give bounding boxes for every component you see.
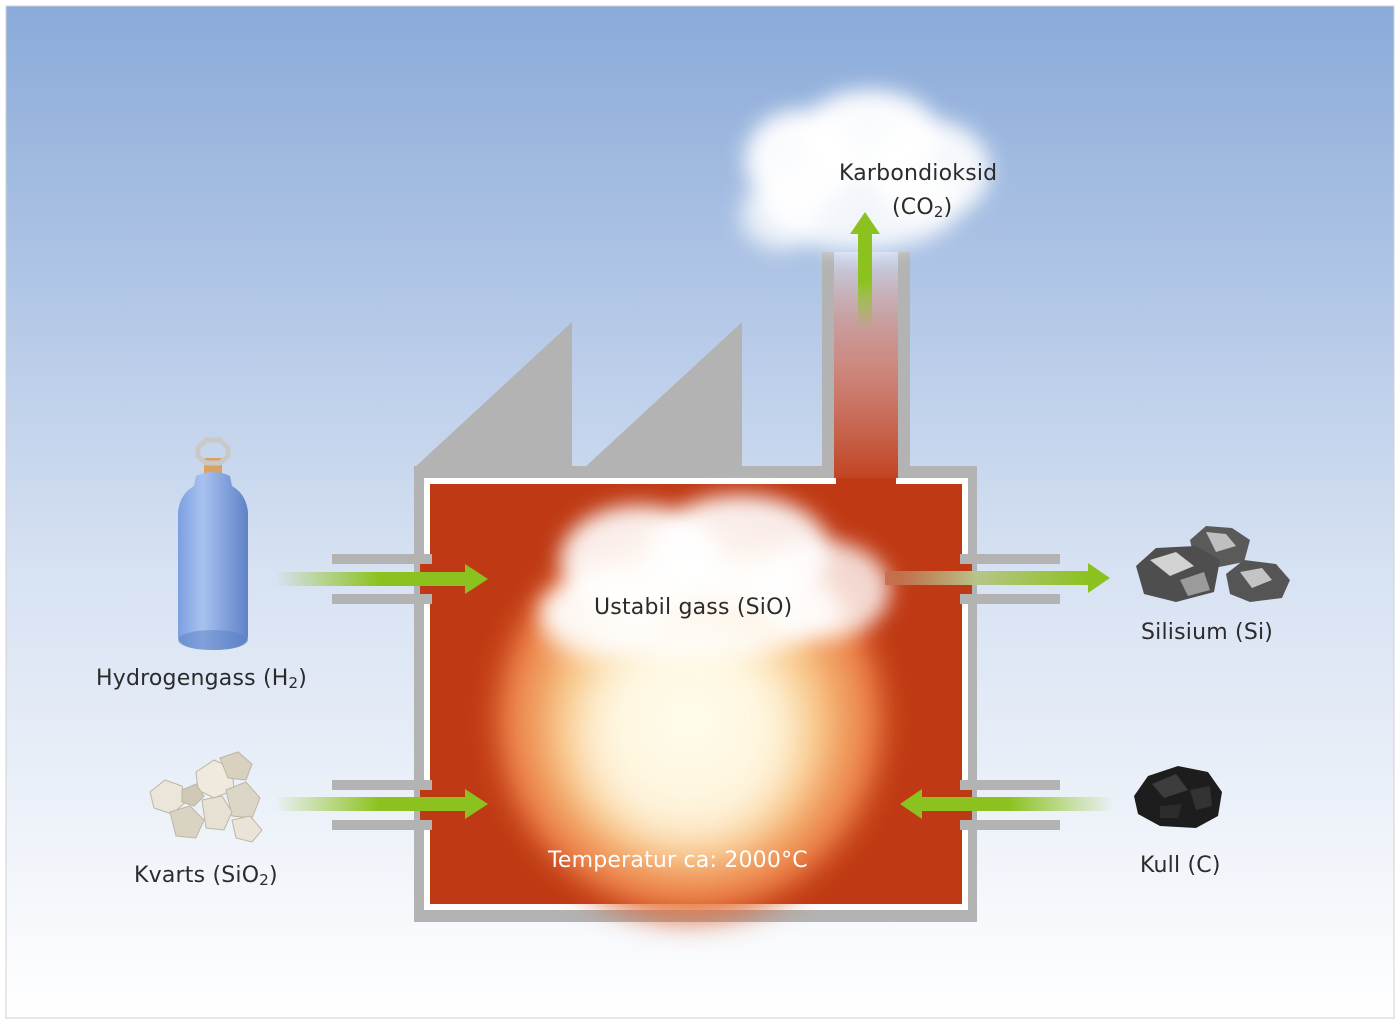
arrow-quartz-in (275, 789, 488, 819)
label-co2-formula-sub: 2 (933, 203, 944, 221)
arrow-coal-in (900, 789, 1114, 819)
label-co2-formula: (CO2) (892, 195, 952, 220)
gas-cylinder-icon (178, 437, 248, 650)
label-quartz-sub: 2 (259, 871, 269, 889)
factory-roof-right (584, 322, 742, 468)
label-hydrogen: Hydrogengass (H2) (96, 666, 307, 691)
label-co2-formula-main: (CO (892, 195, 934, 220)
label-quartz: Kvarts (SiO2) (134, 863, 278, 888)
label-silicon: Silisium (Si) (1141, 620, 1274, 645)
label-hydrogen-end: ) (298, 666, 308, 691)
label-hydrogen-main: Hydrogengass (H (96, 666, 289, 691)
cloud-icon (740, 90, 990, 250)
label-coal: Kull (C) (1140, 853, 1221, 878)
label-sio-gas: Ustabil gass (SiO) (594, 595, 793, 620)
arrow-silicon-out (885, 563, 1110, 593)
factory-roof-left (414, 322, 572, 468)
arrow-hydrogen-in (275, 564, 488, 594)
label-quartz-main: Kvarts (SiO (134, 863, 260, 888)
coal-lump-icon (1134, 766, 1222, 828)
chimney-opening (836, 478, 896, 488)
label-co2-formula-end: ) (943, 195, 953, 220)
label-temperature: Temperatur ca: 2000°C (548, 848, 808, 873)
label-co2-name: Karbondioksid (839, 161, 998, 186)
silicon-lumps-icon (1136, 526, 1290, 602)
sio-gas-cloud (540, 495, 890, 660)
label-hydrogen-sub: 2 (288, 674, 299, 692)
arrow-co2-out (850, 212, 880, 330)
label-quartz-end: ) (268, 863, 278, 888)
quartz-crystals-icon (149, 751, 263, 843)
